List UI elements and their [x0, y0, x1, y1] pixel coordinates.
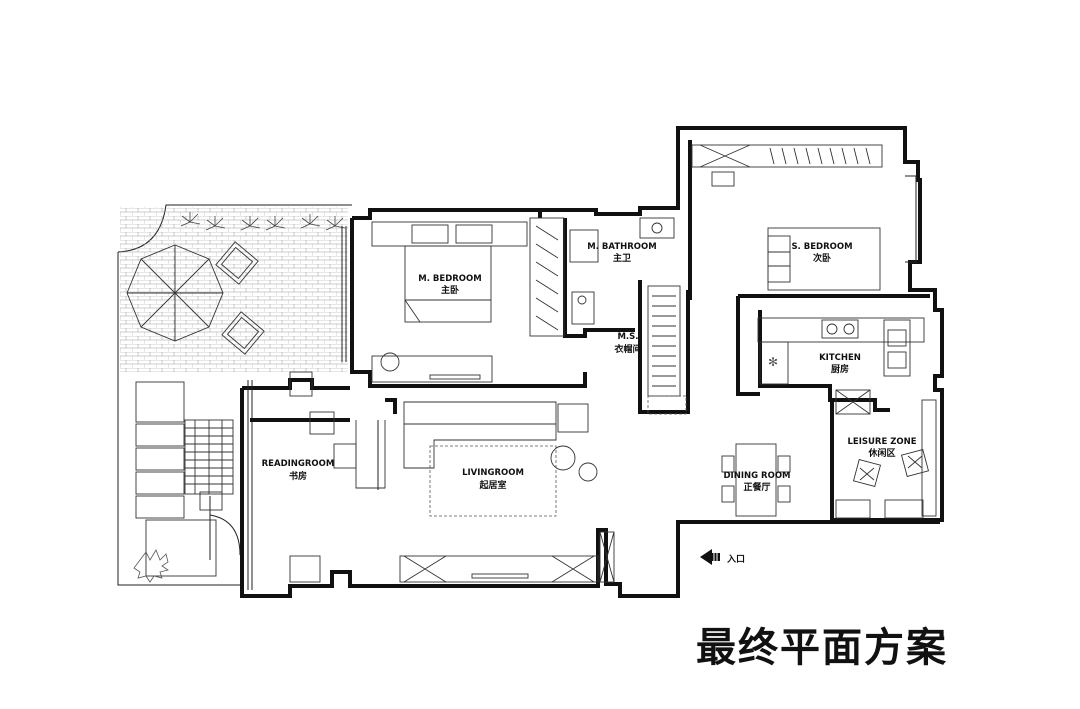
second-bedroom-label: S. BEDROOM — [791, 242, 852, 252]
dining-room-label: DINING ROOM — [724, 471, 791, 481]
master-bedroom-label: M. BEDROOM — [418, 274, 481, 284]
plan-title: 最终平面方案 — [696, 625, 948, 671]
planter-icon — [180, 212, 346, 231]
reading-room-label: READINGROOM — [262, 459, 335, 469]
second-bedroom — [691, 144, 917, 291]
reading-room — [289, 371, 386, 490]
master-bedroom — [371, 217, 565, 383]
leisure-zone — [835, 389, 937, 519]
second-bedroom-label-zh: 次卧 — [813, 252, 831, 264]
dining-room-label-zh: 正餐厅 — [743, 481, 770, 493]
lounge-chair-icon — [221, 311, 265, 355]
kitchen-label: KITCHEN — [819, 353, 861, 363]
umbrella-icon — [126, 244, 224, 342]
master-bedroom-label-zh: 主卧 — [441, 284, 459, 296]
master-bathroom — [569, 217, 675, 325]
closet-label: M.S. — [617, 332, 638, 342]
master-bathroom-label-zh: 主卫 — [613, 252, 631, 264]
walk-in-closet — [647, 285, 687, 415]
reading-room-label-zh: 书房 — [289, 470, 307, 482]
kitchen-label-zh: 厨房 — [831, 363, 849, 375]
deck-floor — [120, 207, 348, 372]
master-bathroom-label: M. BATHROOM — [587, 242, 656, 252]
closet-label-zh: 衣帽间 — [614, 343, 641, 355]
interior-walls — [250, 140, 930, 520]
dining-area — [721, 443, 791, 517]
stair-steps — [184, 419, 234, 495]
leisure-zone-label: LEISURE ZONE — [847, 437, 916, 447]
shrub-icon — [133, 549, 169, 583]
living-room-label-zh: 起居室 — [478, 479, 506, 491]
garden-bench — [135, 381, 217, 577]
entrance-label: 入口 — [726, 554, 745, 565]
kitchen: ✻ — [757, 317, 925, 385]
living-room-label: LIVINGROOM — [462, 468, 524, 478]
living-room — [289, 401, 615, 583]
svg-text:✻: ✻ — [768, 355, 778, 369]
lounge-chair-icon — [215, 241, 259, 285]
terrace — [117, 204, 352, 586]
entrance-arrow-icon — [700, 549, 720, 565]
exterior-walls — [240, 126, 944, 598]
leisure-zone-label-zh: 休闲区 — [867, 447, 895, 459]
